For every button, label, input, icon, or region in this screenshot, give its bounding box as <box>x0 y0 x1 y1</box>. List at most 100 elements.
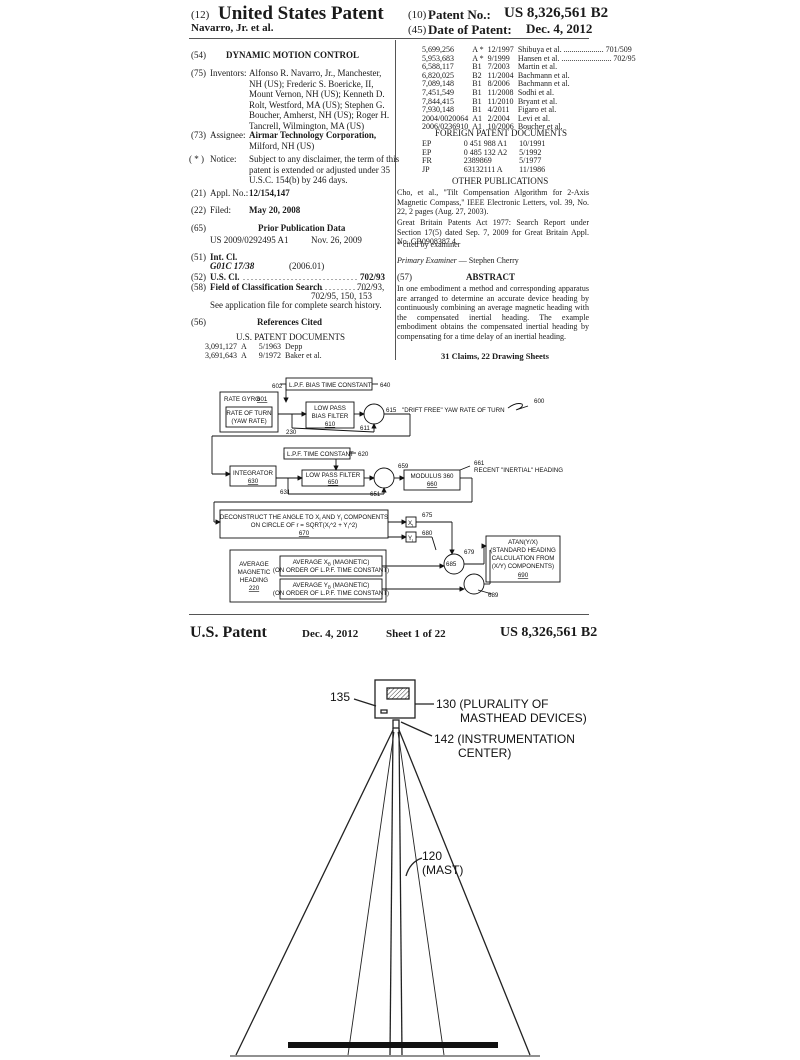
rate-gyro-box <box>219 391 279 433</box>
rate-gyro-label: RATE GYRO <box>224 396 260 403</box>
ref-kind: B2 <box>472 70 482 80</box>
drift-free-label: "DRIFT FREE" YAW RATE OF TURN <box>402 407 505 414</box>
ref-610: 610 <box>325 421 336 428</box>
claims-summary: 31 Claims, 22 Drawing Sheets <box>441 351 549 361</box>
ref-661: 661 <box>474 460 485 467</box>
ref-name: Baker et al. <box>285 350 322 360</box>
code-57: (57) <box>397 272 412 282</box>
field-search-leader: . . . . . . . . . . . . . . <box>313 283 367 292</box>
table-row: 3,691,643 A 9/1972 Baker et al. <box>203 350 324 361</box>
instrumentation-center <box>392 719 400 729</box>
prior-pub-date: Nov. 26, 2009 <box>311 235 362 245</box>
ref-660: 660 <box>427 481 438 488</box>
shroud-left <box>235 729 394 1056</box>
modulus-label: MODULUS 360 <box>411 473 455 480</box>
code-65: (65) <box>191 223 206 233</box>
us-cl-label: U.S. Cl. <box>210 272 240 282</box>
examiner-name: — Stephen Cherry <box>456 256 519 265</box>
shroud-right <box>398 729 531 1056</box>
sheet-title: U.S. Patent <box>190 624 267 641</box>
yi-text: Y <box>408 535 412 542</box>
inventor-line: Mount Vernon, NH (US); Kenneth D. <box>249 89 385 99</box>
avg-x-text: AVERAGE X <box>293 559 328 566</box>
ref-kind: A1 <box>472 122 483 132</box>
deconstruct-sub: I <box>319 517 320 522</box>
leader-120 <box>405 857 423 877</box>
us-cl-leader: . . . . . . . . . . . . . . . . . . . . … <box>243 273 357 282</box>
deconstruct-box <box>219 509 389 539</box>
cited-by-examiner: * cited by examiner <box>397 240 461 249</box>
mast-figure: 135 130 (PLURALITY OF MASTHEAD DEVICES) … <box>230 679 587 1057</box>
appl-label: Appl. No.: <box>210 188 249 198</box>
ref-number: 7,451,549 <box>422 87 454 97</box>
notice-line: patent is extended or adjusted under 35 <box>249 164 390 175</box>
patent-number: US 8,326,561 B2 <box>504 5 609 21</box>
ref-690: 690 <box>518 572 529 579</box>
ref-number: 7,930,148 <box>422 105 454 115</box>
filed-label: Filed: <box>210 205 232 215</box>
ref-230: 230 <box>286 429 297 436</box>
label-142-line1: 142 (INSTRUMENTATION <box>434 732 575 746</box>
stay-right <box>397 731 445 1056</box>
deconstruct-line-2: ON CIRCLE OF r = SQRT(XI^2 + YI^2) <box>251 522 357 530</box>
ref-number: 2006/0236910 <box>422 122 469 132</box>
code-58: (58) <box>191 282 206 292</box>
ref-date: 4/2011 <box>487 105 510 115</box>
field-search-note: See application file for complete search… <box>210 300 382 310</box>
notice-line: Subject to any disclaimer, the term of t… <box>249 154 400 164</box>
ref-name: Martin et al. <box>517 62 558 72</box>
appl-number: 12/154,147 <box>249 188 290 198</box>
doc-number: 2389869 <box>463 156 492 166</box>
table-row: 3,091,127 A 5/1963 Depp <box>203 342 324 352</box>
atan-label-3: CALCULATION FROM <box>492 555 555 562</box>
doc-number: 0 485 132 A2 <box>463 147 508 157</box>
avg-x-note: (ON ORDER OF L.P.F. TIME CONSTANT) <box>273 567 389 574</box>
ref-date: 10/2006 <box>487 122 514 132</box>
code-notice: ( * ) <box>189 154 204 164</box>
yaw-rate-label: (YAW RATE) <box>231 418 266 425</box>
ref-kind: A * <box>472 45 484 54</box>
doc-date: 5/1977 <box>519 156 542 166</box>
ref-kind: A1 <box>472 113 483 123</box>
ref-number: 6,588,117 <box>422 62 454 72</box>
sheet-number: Sheet 1 of 22 <box>386 628 446 640</box>
header-rule <box>189 38 589 39</box>
avg-x-text: (MAGNETIC) <box>331 559 370 566</box>
atan-box <box>485 535 561 583</box>
notice-line: U.S.C. 154(b) by 246 days. <box>249 175 348 185</box>
prior-pub-heading: Prior Publication Data <box>258 223 346 233</box>
ref-number: 2004/0020064 <box>422 113 469 123</box>
avg-y-sub: B <box>328 585 331 590</box>
patent-date: Dec. 4, 2012 <box>526 21 593 36</box>
ref-name: Bryant et al. <box>517 96 558 106</box>
ref-kind: A <box>241 342 247 351</box>
doc-number: 0 451 988 A1 <box>463 139 508 148</box>
deconstruct-text: AND Y <box>321 514 341 521</box>
ref-date: 12/1997 <box>487 45 514 54</box>
document-title: United States Patent <box>218 3 384 24</box>
inventor-line: Rolt, Westford, MA (US); Stephen G. <box>249 99 385 110</box>
avg-y-text: AVERAGE Y <box>293 582 328 589</box>
doc-date: 11/1986 <box>519 164 546 174</box>
ref-650: 650 <box>328 479 339 486</box>
ref-number: 7,844,415 <box>422 96 454 106</box>
recent-heading-label: RECENT "INERTIAL" HEADING <box>474 467 563 474</box>
code-73: (73) <box>191 130 206 140</box>
label-130-line1: 130 (PLURALITY OF <box>436 697 549 711</box>
ref-659: 659 <box>398 463 409 470</box>
summing-junction-651 <box>373 467 395 489</box>
bias-filter-label: BIAS FILTER <box>312 413 349 420</box>
ref-number: 7,089,148 <box>422 79 454 89</box>
ref-name: Bachmann et al. <box>517 79 570 89</box>
ref-kind: B1 <box>472 79 482 89</box>
us-cl-value: 702/93 <box>360 272 386 282</box>
